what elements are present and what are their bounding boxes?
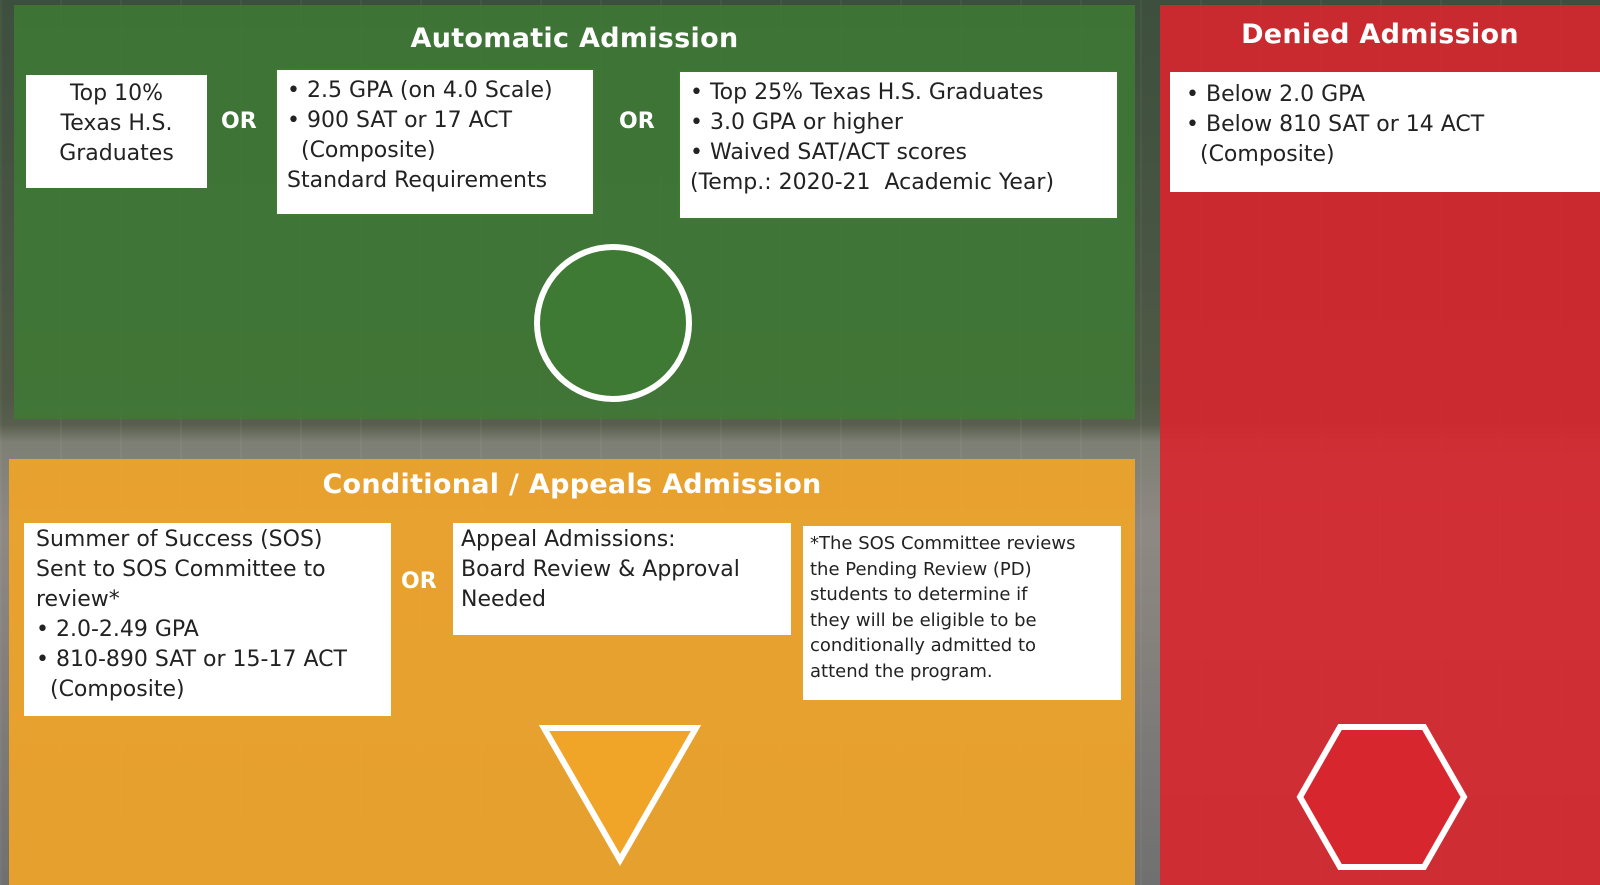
denied-admission-title: Denied Admission — [1241, 19, 1519, 50]
denied-admission-panel: Denied Admission • Below 2.0 GPA • Below… — [1160, 5, 1600, 885]
conditional-admission-panel: Conditional / Appeals Admission Summer o… — [9, 459, 1135, 885]
box-line: Graduates — [59, 141, 174, 166]
top-10-percent-box: Top 10% Texas H.S. Graduates — [26, 75, 207, 188]
box-line: • 810-890 SAT or 15-17 ACT — [36, 647, 347, 672]
or-label: OR — [221, 109, 257, 134]
box-line: • 2.0-2.49 GPA — [36, 617, 199, 642]
box-line: Board Review & Approval — [461, 557, 740, 582]
box-line: (Composite) — [36, 677, 185, 702]
box-line: • 3.0 GPA or higher — [690, 110, 903, 135]
denied-criteria-box: • Below 2.0 GPA • Below 810 SAT or 14 AC… — [1170, 72, 1600, 192]
box-line: • Below 2.0 GPA — [1186, 82, 1366, 107]
box-line: Sent to SOS Committee to — [36, 557, 326, 582]
or-label: OR — [619, 109, 655, 134]
automatic-admission-title: Automatic Admission — [410, 23, 739, 54]
box-line: Needed — [461, 587, 546, 612]
box-line: (Composite) — [287, 138, 436, 163]
note-line: conditionally admitted to — [810, 635, 1037, 656]
box-line: Standard Requirements — [287, 168, 548, 193]
box-line: • 900 SAT or 17 ACT — [287, 108, 513, 133]
summer-of-success-box: Summer of Success (SOS) Sent to SOS Comm… — [24, 523, 391, 716]
green-circle-icon — [534, 244, 692, 402]
orange-triangle-icon — [538, 725, 702, 866]
box-line: • 2.5 GPA (on 4.0 Scale) — [287, 78, 553, 103]
appeal-admissions-box: Appeal Admissions: Board Review & Approv… — [453, 523, 791, 635]
box-line: • Top 25% Texas H.S. Graduates — [690, 80, 1044, 105]
note-line: *The SOS Committee reviews — [810, 533, 1076, 554]
note-line: students to determine if — [810, 584, 1028, 605]
sos-committee-note-box: *The SOS Committee reviews the Pending R… — [803, 526, 1121, 700]
box-line: • Waived SAT/ACT scores — [690, 140, 968, 165]
box-line: Texas H.S. — [60, 111, 173, 136]
standard-requirements-box: • 2.5 GPA (on 4.0 Scale) • 900 SAT or 17… — [275, 68, 595, 216]
or-label: OR — [401, 569, 437, 594]
note-line: attend the program. — [810, 660, 993, 682]
box-line: • Below 810 SAT or 14 ACT — [1186, 112, 1485, 137]
automatic-admission-panel: Automatic Admission Top 10% Texas H.S. G… — [14, 5, 1135, 419]
box-line: (Composite) — [1186, 142, 1335, 167]
note-line: they will be eligible to be — [810, 609, 1037, 631]
box-line: Summer of Success (SOS) — [36, 527, 323, 552]
box-line: Top 10% — [69, 81, 164, 106]
box-line: Appeal Admissions: — [461, 527, 676, 552]
temporary-requirements-box: • Top 25% Texas H.S. Graduates • 3.0 GPA… — [678, 70, 1119, 220]
box-line: (Temp.: 2020-21 Academic Year) — [690, 170, 1055, 195]
note-line: the Pending Review (PD) — [810, 558, 1032, 580]
conditional-admission-title: Conditional / Appeals Admission — [322, 469, 822, 500]
box-line: review* — [36, 587, 120, 612]
red-hexagon-icon — [1296, 724, 1468, 870]
